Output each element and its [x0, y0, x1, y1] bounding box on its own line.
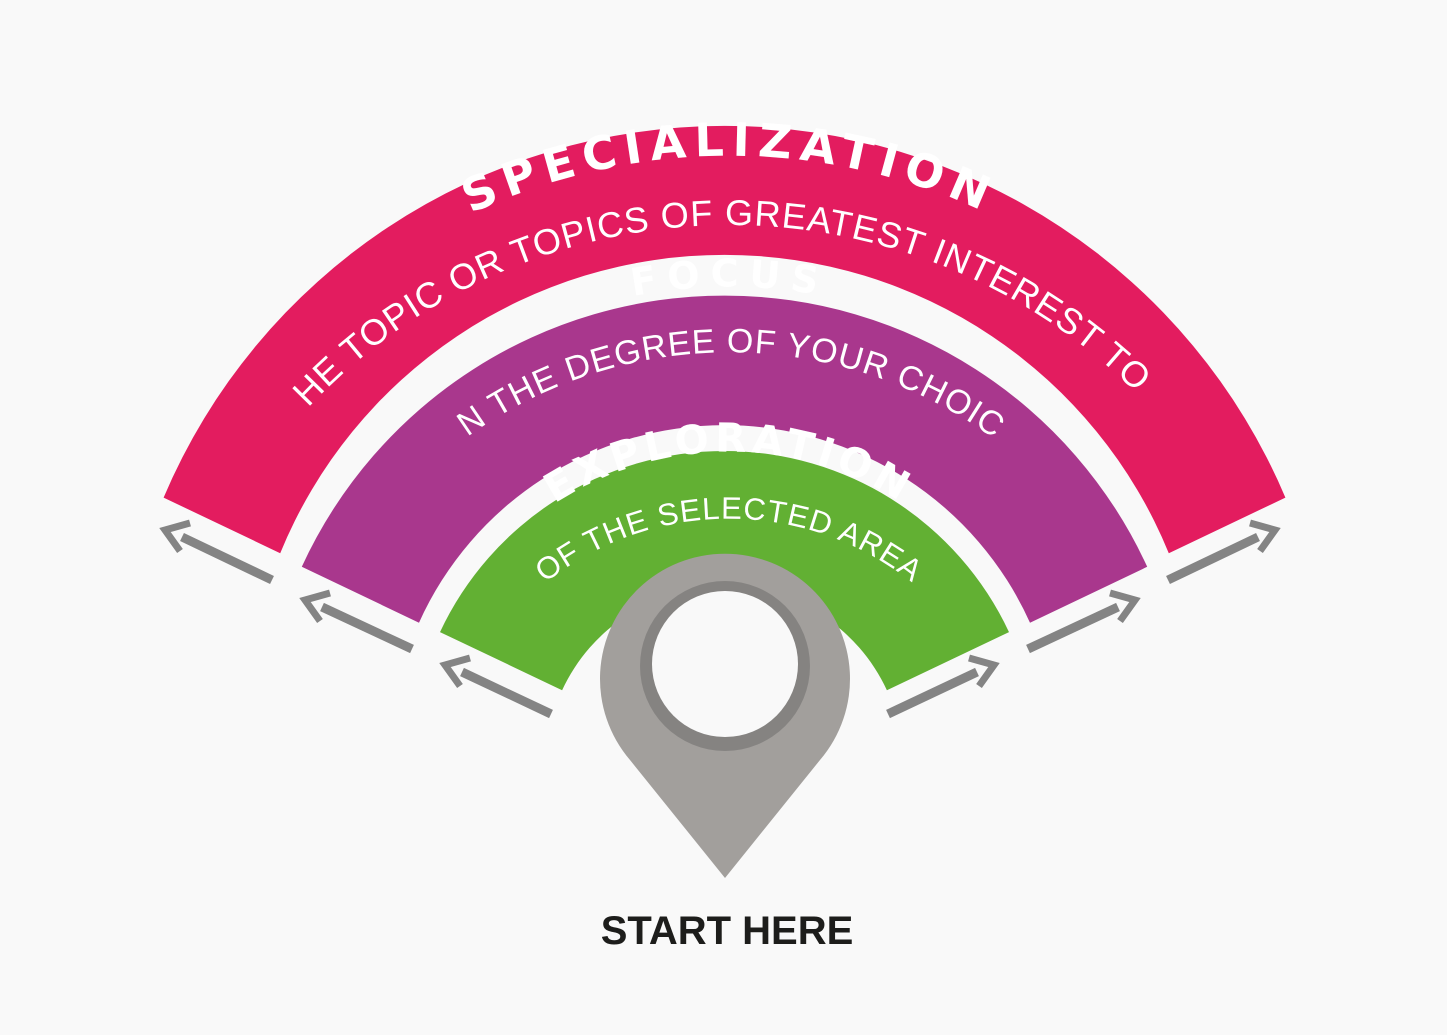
arrow-icon [886, 654, 1000, 719]
specialization-band [163, 125, 1286, 554]
start-here-label: START HERE [601, 909, 854, 953]
arrow-icon [1166, 519, 1281, 585]
arrow-icon [1026, 589, 1141, 654]
arrow-icon [439, 654, 553, 719]
arrow-icon [299, 589, 414, 654]
focus-band [301, 295, 1148, 623]
arrow-icon [159, 519, 274, 585]
pin-center [652, 591, 798, 737]
location-pin-icon [600, 553, 850, 878]
